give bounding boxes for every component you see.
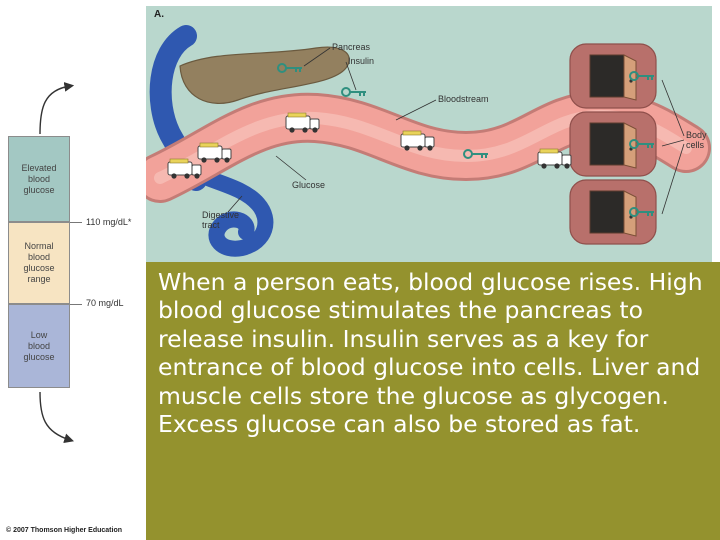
insulin-key-2 (341, 87, 367, 97)
caption-box: When a person eats, blood glucose rises.… (146, 262, 720, 540)
lower-threshold-tick (70, 304, 82, 305)
body-cells-label: Body cells (686, 130, 707, 150)
glucose-illustration: A. Pancreas Insulin Bloodstream Body cel… (146, 6, 712, 264)
normal-glucose-band: Normal blood glucose range (8, 222, 70, 304)
panel-letter: A. (154, 9, 164, 20)
low-glucose-band: Low blood glucose (8, 304, 70, 388)
bloodstream-label: Bloodstream (438, 94, 489, 104)
insulin-label: Insulin (348, 56, 375, 66)
scale-arrows (39, 82, 75, 444)
lower-threshold-label: 70 mg/dL (86, 298, 124, 308)
upper-threshold-label: 110 mg/dL* (86, 217, 132, 227)
pancreas-label: Pancreas (332, 42, 371, 52)
glucose-scale: Elevated blood glucose Normal blood gluc… (0, 0, 150, 540)
pancreas-shape (179, 46, 350, 104)
elevated-glucose-band: Elevated blood glucose (8, 136, 70, 222)
glucose-truck-5 (537, 148, 572, 170)
digestive-tract-label: Digestive tract (202, 210, 240, 230)
upper-threshold-tick (70, 222, 82, 223)
rising-arrow (39, 82, 75, 135)
illustration-drawing (146, 25, 711, 257)
intestine-shape (190, 166, 274, 257)
caption-text: When a person eats, blood glucose rises.… (158, 268, 703, 439)
copyright-notice: © 2007 Thomson Higher Education (6, 527, 123, 534)
glucose-label: Glucose (292, 180, 326, 190)
falling-arrow (39, 391, 75, 444)
